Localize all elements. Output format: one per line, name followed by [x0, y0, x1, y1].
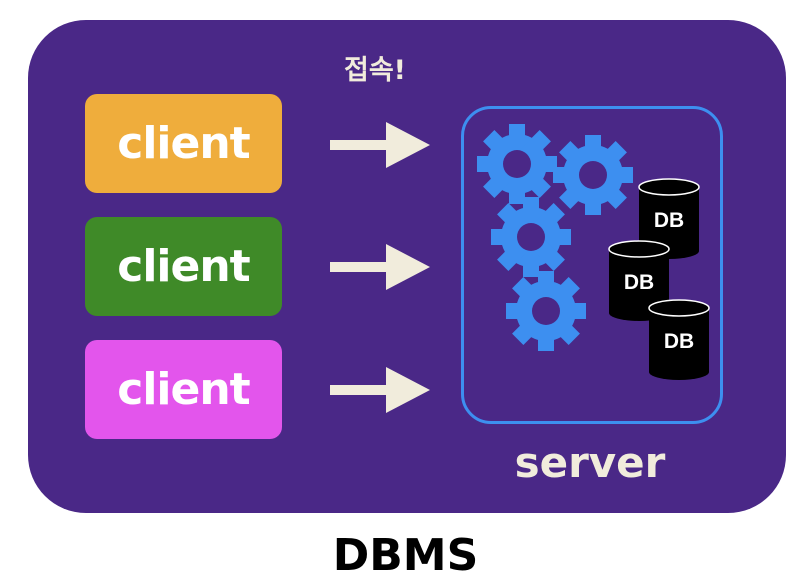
connect-label: 접속!	[344, 55, 406, 86]
gear-icon	[553, 135, 633, 215]
db-label: DB	[624, 271, 654, 294]
client-box-2: client	[85, 217, 282, 316]
database-icon: DB	[648, 299, 710, 380]
server-label: server	[514, 438, 666, 487]
diagram-title: DBMS	[332, 530, 479, 581]
arrow-icon	[330, 367, 430, 413]
gear-icon	[477, 124, 557, 204]
client-box-3: client	[85, 340, 282, 439]
client-box-1: client	[85, 94, 282, 193]
server-box	[461, 106, 723, 424]
gear-icon	[506, 271, 586, 351]
gear-icon	[491, 197, 571, 277]
database-icon: DB	[608, 240, 670, 321]
arrow-icon	[330, 122, 430, 168]
db-label: DB	[654, 209, 684, 232]
arrow-icon	[330, 244, 430, 290]
db-label: DB	[664, 330, 694, 353]
